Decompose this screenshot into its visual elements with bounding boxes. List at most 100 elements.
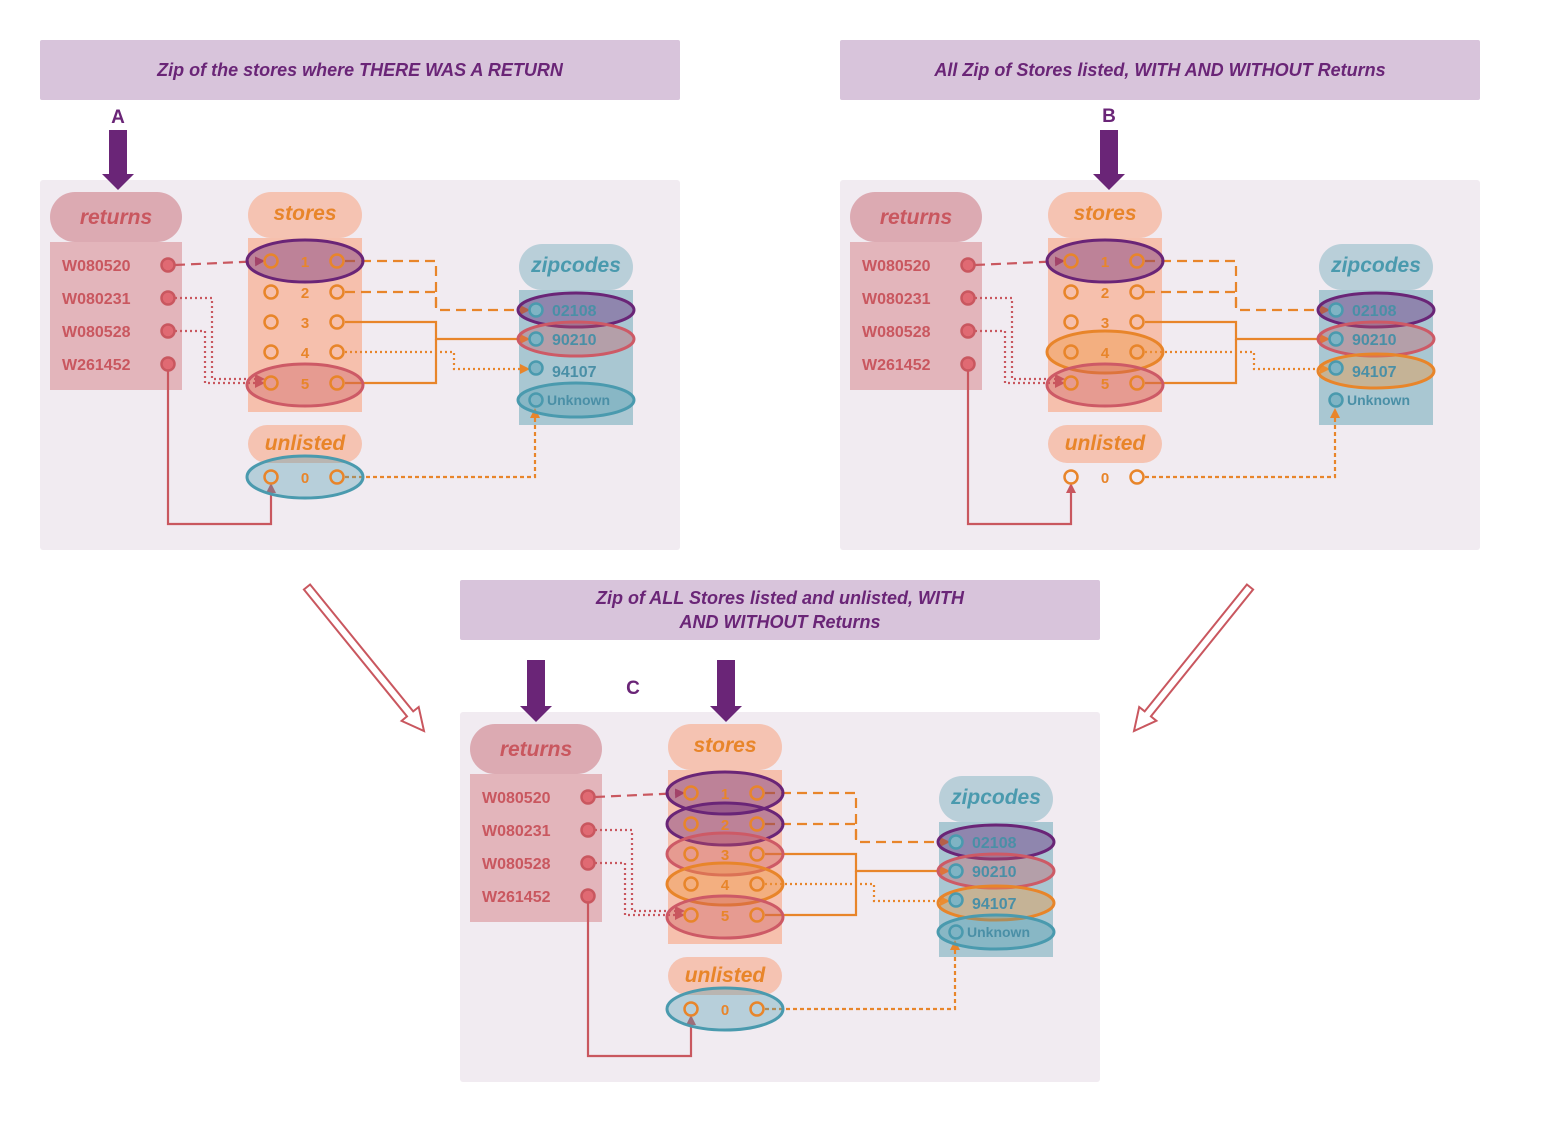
arrow-into-returns-a xyxy=(102,130,134,190)
zipcode-highlight-ellipse xyxy=(1316,291,1436,329)
store-right-dot xyxy=(749,907,765,923)
zipcode-row-dot xyxy=(1328,302,1344,318)
panel-c: returnsW080520W080231W080528W261452store… xyxy=(460,712,1100,1082)
store-row-label: 1 xyxy=(1101,254,1109,271)
store-right-dot xyxy=(329,284,345,300)
store-left-dot xyxy=(263,284,279,300)
store-highlight-ellipse xyxy=(245,362,365,408)
zipcode-highlight-ellipse xyxy=(516,320,636,358)
unlisted-left-dot xyxy=(1063,469,1079,485)
store-row-label: 4 xyxy=(1101,345,1110,362)
link-store-1 xyxy=(765,791,950,847)
returns-table-title: returns xyxy=(80,206,152,229)
returns-table-body xyxy=(50,242,182,390)
link-store-1 xyxy=(1145,259,1330,315)
unlisted-row-label: 0 xyxy=(301,470,309,487)
store-left-dot xyxy=(683,785,699,801)
arrow-b-to-c xyxy=(1132,583,1255,733)
store-row-label: 5 xyxy=(721,908,729,925)
zipcodes-header-pill xyxy=(1319,244,1433,290)
store-row-label: 4 xyxy=(301,345,310,362)
zipcode-row-dot xyxy=(1328,392,1344,408)
panel-b: returnsW080520W080231W080528W261452store… xyxy=(840,180,1480,550)
returns-table-title: returns xyxy=(500,738,572,761)
zipcode-row-dot xyxy=(528,331,544,347)
arrow-into-returns-c xyxy=(520,660,552,722)
unlisted-left-dot xyxy=(683,1001,699,1017)
link-unlisted-0 xyxy=(345,408,540,479)
store-row-label: 4 xyxy=(721,877,730,894)
zipcodes-header-pill xyxy=(519,244,633,290)
link-store-5 xyxy=(765,871,858,917)
return-row-label: W080528 xyxy=(862,324,931,341)
zipcode-highlight-ellipse xyxy=(1316,320,1436,358)
stores-table-title: stores xyxy=(693,734,756,757)
zipcode-row-dot xyxy=(948,892,964,908)
store-highlight-ellipse xyxy=(1045,329,1165,375)
unlisted-right-dot xyxy=(329,469,345,485)
store-left-dot xyxy=(683,816,699,832)
store-row-label: 2 xyxy=(721,817,729,834)
zipcode-highlight-ellipse xyxy=(516,291,636,329)
store-row-label: 2 xyxy=(301,285,309,302)
unlisted-table-title: unlisted xyxy=(1065,432,1147,455)
banner-b-text: All Zip of Stores listed, WITH AND WITHO… xyxy=(934,60,1386,80)
unlisted-table-title: unlisted xyxy=(685,964,767,987)
link-return-3 xyxy=(595,861,685,920)
zipcode-row-dot xyxy=(948,924,964,940)
zipcodes-table-title: zipcodes xyxy=(950,786,1041,809)
returns-table-body xyxy=(850,242,982,390)
zipcode-row-label: 02108 xyxy=(1352,303,1397,320)
store-right-dot xyxy=(329,375,345,391)
zipcode-row-label: Unknown xyxy=(547,392,610,408)
unlisted-highlight-ellipse xyxy=(665,986,785,1032)
return-row-dot xyxy=(580,789,596,805)
zipcode-highlight-ellipse xyxy=(1316,352,1436,390)
return-row-dot xyxy=(160,257,176,273)
return-row-label: W080231 xyxy=(862,291,931,308)
link-return-3 xyxy=(175,329,265,388)
link-unlisted-0 xyxy=(1145,408,1340,479)
link-store-3 xyxy=(765,852,950,876)
return-row-label: W080231 xyxy=(482,823,551,840)
link-store-5 xyxy=(345,339,438,385)
store-highlight-ellipse xyxy=(1045,238,1165,284)
store-row-label: 1 xyxy=(721,786,729,803)
store-left-dot xyxy=(683,907,699,923)
store-right-dot xyxy=(1129,284,1145,300)
zipcode-row-dot xyxy=(528,392,544,408)
return-row-label: W080520 xyxy=(482,790,551,807)
link-store-1 xyxy=(345,259,530,315)
zipcode-highlight-ellipse xyxy=(936,823,1056,861)
store-row-label: 2 xyxy=(1101,285,1109,302)
stores-table-title: stores xyxy=(1073,202,1136,225)
zipcode-row-dot xyxy=(1328,360,1344,376)
banner-b: All Zip of Stores listed, WITH AND WITHO… xyxy=(840,40,1480,100)
store-right-dot xyxy=(1129,314,1145,330)
panel-letter-c: C xyxy=(626,678,640,699)
store-left-dot xyxy=(263,375,279,391)
store-right-dot xyxy=(1129,375,1145,391)
store-left-dot xyxy=(1063,344,1079,360)
store-right-dot xyxy=(749,876,765,892)
store-left-dot xyxy=(263,314,279,330)
return-row-dot xyxy=(160,290,176,306)
link-store-2 xyxy=(345,290,438,310)
zipcode-row-label: 94107 xyxy=(1352,364,1397,381)
store-left-dot xyxy=(1063,253,1079,269)
zipcode-row-dot xyxy=(948,863,964,879)
return-row-label: W261452 xyxy=(62,357,131,374)
return-row-dot xyxy=(960,257,976,273)
stores-header-pill xyxy=(668,724,782,770)
link-return-4 xyxy=(166,371,276,526)
store-right-dot xyxy=(329,314,345,330)
returns-header-pill xyxy=(850,192,982,242)
unlisted-header-pill xyxy=(1048,425,1162,463)
return-row-dot xyxy=(160,323,176,339)
zipcode-row-dot xyxy=(528,302,544,318)
unlisted-left-dot xyxy=(263,469,279,485)
link-store-3 xyxy=(345,320,530,344)
return-row-dot xyxy=(960,323,976,339)
return-row-dot xyxy=(960,290,976,306)
